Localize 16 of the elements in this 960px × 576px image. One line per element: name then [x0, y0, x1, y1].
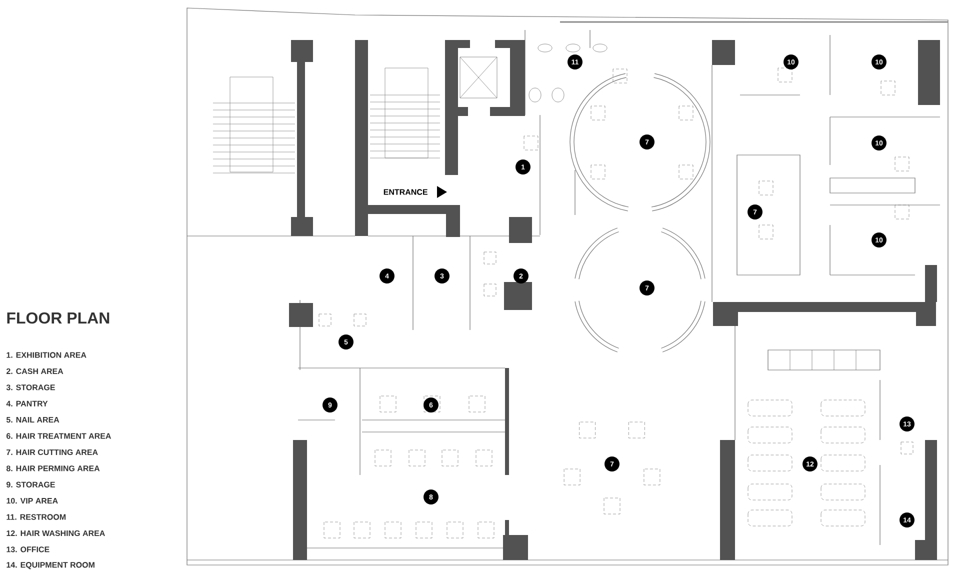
plan-title: FLOOR PLAN [7, 312, 110, 324]
entrance-label: ENTRANCE [384, 189, 428, 195]
room-list-item: 9. STORAGE [6, 482, 55, 488]
room-list-item: 13. OFFICE [6, 546, 50, 552]
room-list-item: 12. HAIR WASHING AREA [6, 530, 105, 536]
room-list-item: 5. NAIL AREA [6, 417, 60, 423]
room-list-item: 7. HAIR CUTTING AREA [6, 449, 98, 456]
room-list-item: 1. EXHIBITION AREA [6, 352, 86, 358]
room-list-item: 2. CASH AREA [6, 368, 64, 374]
room-list-item: 10. VIP AREA [6, 498, 58, 504]
room-list-item: 6. HAIR TREATMENT AREA [6, 433, 112, 439]
room-list-item: 11. RESTROOM [6, 514, 66, 520]
room-list-item: 3. STORAGE [6, 384, 55, 390]
room-list-item: 14. EQUIPMENT ROOM [6, 562, 94, 570]
room-list-item: 8. HAIR PERMING AREA [6, 466, 100, 472]
room-list-item: 4. PANTRY [6, 400, 48, 406]
